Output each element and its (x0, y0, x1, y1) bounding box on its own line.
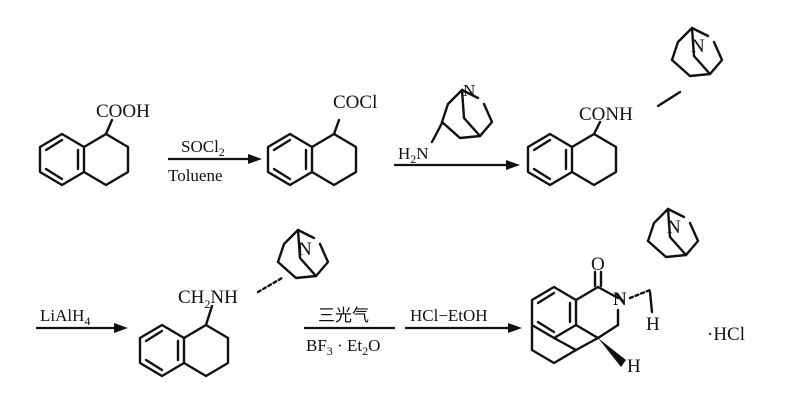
compound-1: COOH (38, 101, 150, 187)
compound-3: CONH N (526, 26, 724, 187)
bond (536, 320, 556, 334)
bond (552, 336, 578, 352)
reagent-socl2: SOCl2 (181, 137, 225, 159)
amine-group-label: H2N (398, 144, 429, 166)
aminoquinuclidine-reagent: N H2N (398, 81, 494, 166)
compound-2: COCl (266, 92, 377, 187)
quinuclidine-nitrogen: N (298, 239, 312, 260)
arrowhead (506, 160, 520, 170)
reaction-arrow-2: N H2N (394, 81, 520, 170)
amide-group-label: CONH (579, 104, 633, 125)
reaction-arrow-5: HCl−EtOH (405, 306, 522, 333)
compound-5: O N H H N ·HCl (530, 207, 745, 377)
ring-fusion-hydrogen: H (627, 356, 641, 377)
stereocenter-hydrogen: H (646, 314, 660, 335)
solvent-toluene: Toluene (168, 166, 223, 185)
bond (536, 291, 556, 305)
bond (332, 118, 341, 136)
bond (574, 323, 620, 340)
bond (530, 323, 578, 365)
tetralin-ring (526, 132, 618, 187)
arrowhead (508, 323, 522, 333)
arrowhead (114, 323, 128, 333)
reagent-lialh4: LiAlH4 (40, 306, 90, 328)
carboxyl-group-label: COOH (96, 101, 150, 122)
reaction-arrow-1: SOCl2 Toluene (168, 137, 262, 185)
carbonyl-oxygen: O (591, 254, 605, 275)
tetralin-ring (138, 323, 230, 378)
hydrochloride-salt: ·HCl (707, 324, 745, 345)
quinuclidine-nitrogen: N (691, 36, 705, 57)
bond (656, 90, 682, 108)
reaction-arrow-4: 三光气 BF3 · Et2O (304, 306, 395, 358)
aminomethyl-group-label: CH2NH (178, 287, 238, 311)
bond (204, 304, 214, 327)
quinuclidine-nitrogen: N (463, 81, 475, 100)
bond (574, 336, 600, 352)
acyl-chloride-label: COCl (333, 92, 377, 113)
bond (430, 121, 444, 144)
reagent-triphosgene: 三光气 (318, 306, 369, 325)
amide-nitrogen: N (613, 289, 627, 310)
bond (648, 290, 654, 314)
stereo-bond (256, 276, 284, 294)
tetralin-ring (266, 132, 358, 187)
reaction-arrow-3: LiAlH4 (36, 306, 128, 333)
reagent-hcl-ethanol: HCl−EtOH (410, 306, 488, 325)
bond (104, 118, 114, 136)
tetralin-ring (38, 132, 130, 187)
bond (574, 285, 620, 302)
arrowhead (248, 154, 262, 164)
wedge-bond (598, 338, 626, 367)
stereo-bond (628, 288, 652, 300)
quinuclidine-nitrogen: N (667, 217, 681, 238)
compound-4: CH2NH N (138, 228, 330, 378)
bond (592, 120, 602, 136)
reagent-bf3-etherate: BF3 · Et2O (306, 336, 380, 358)
